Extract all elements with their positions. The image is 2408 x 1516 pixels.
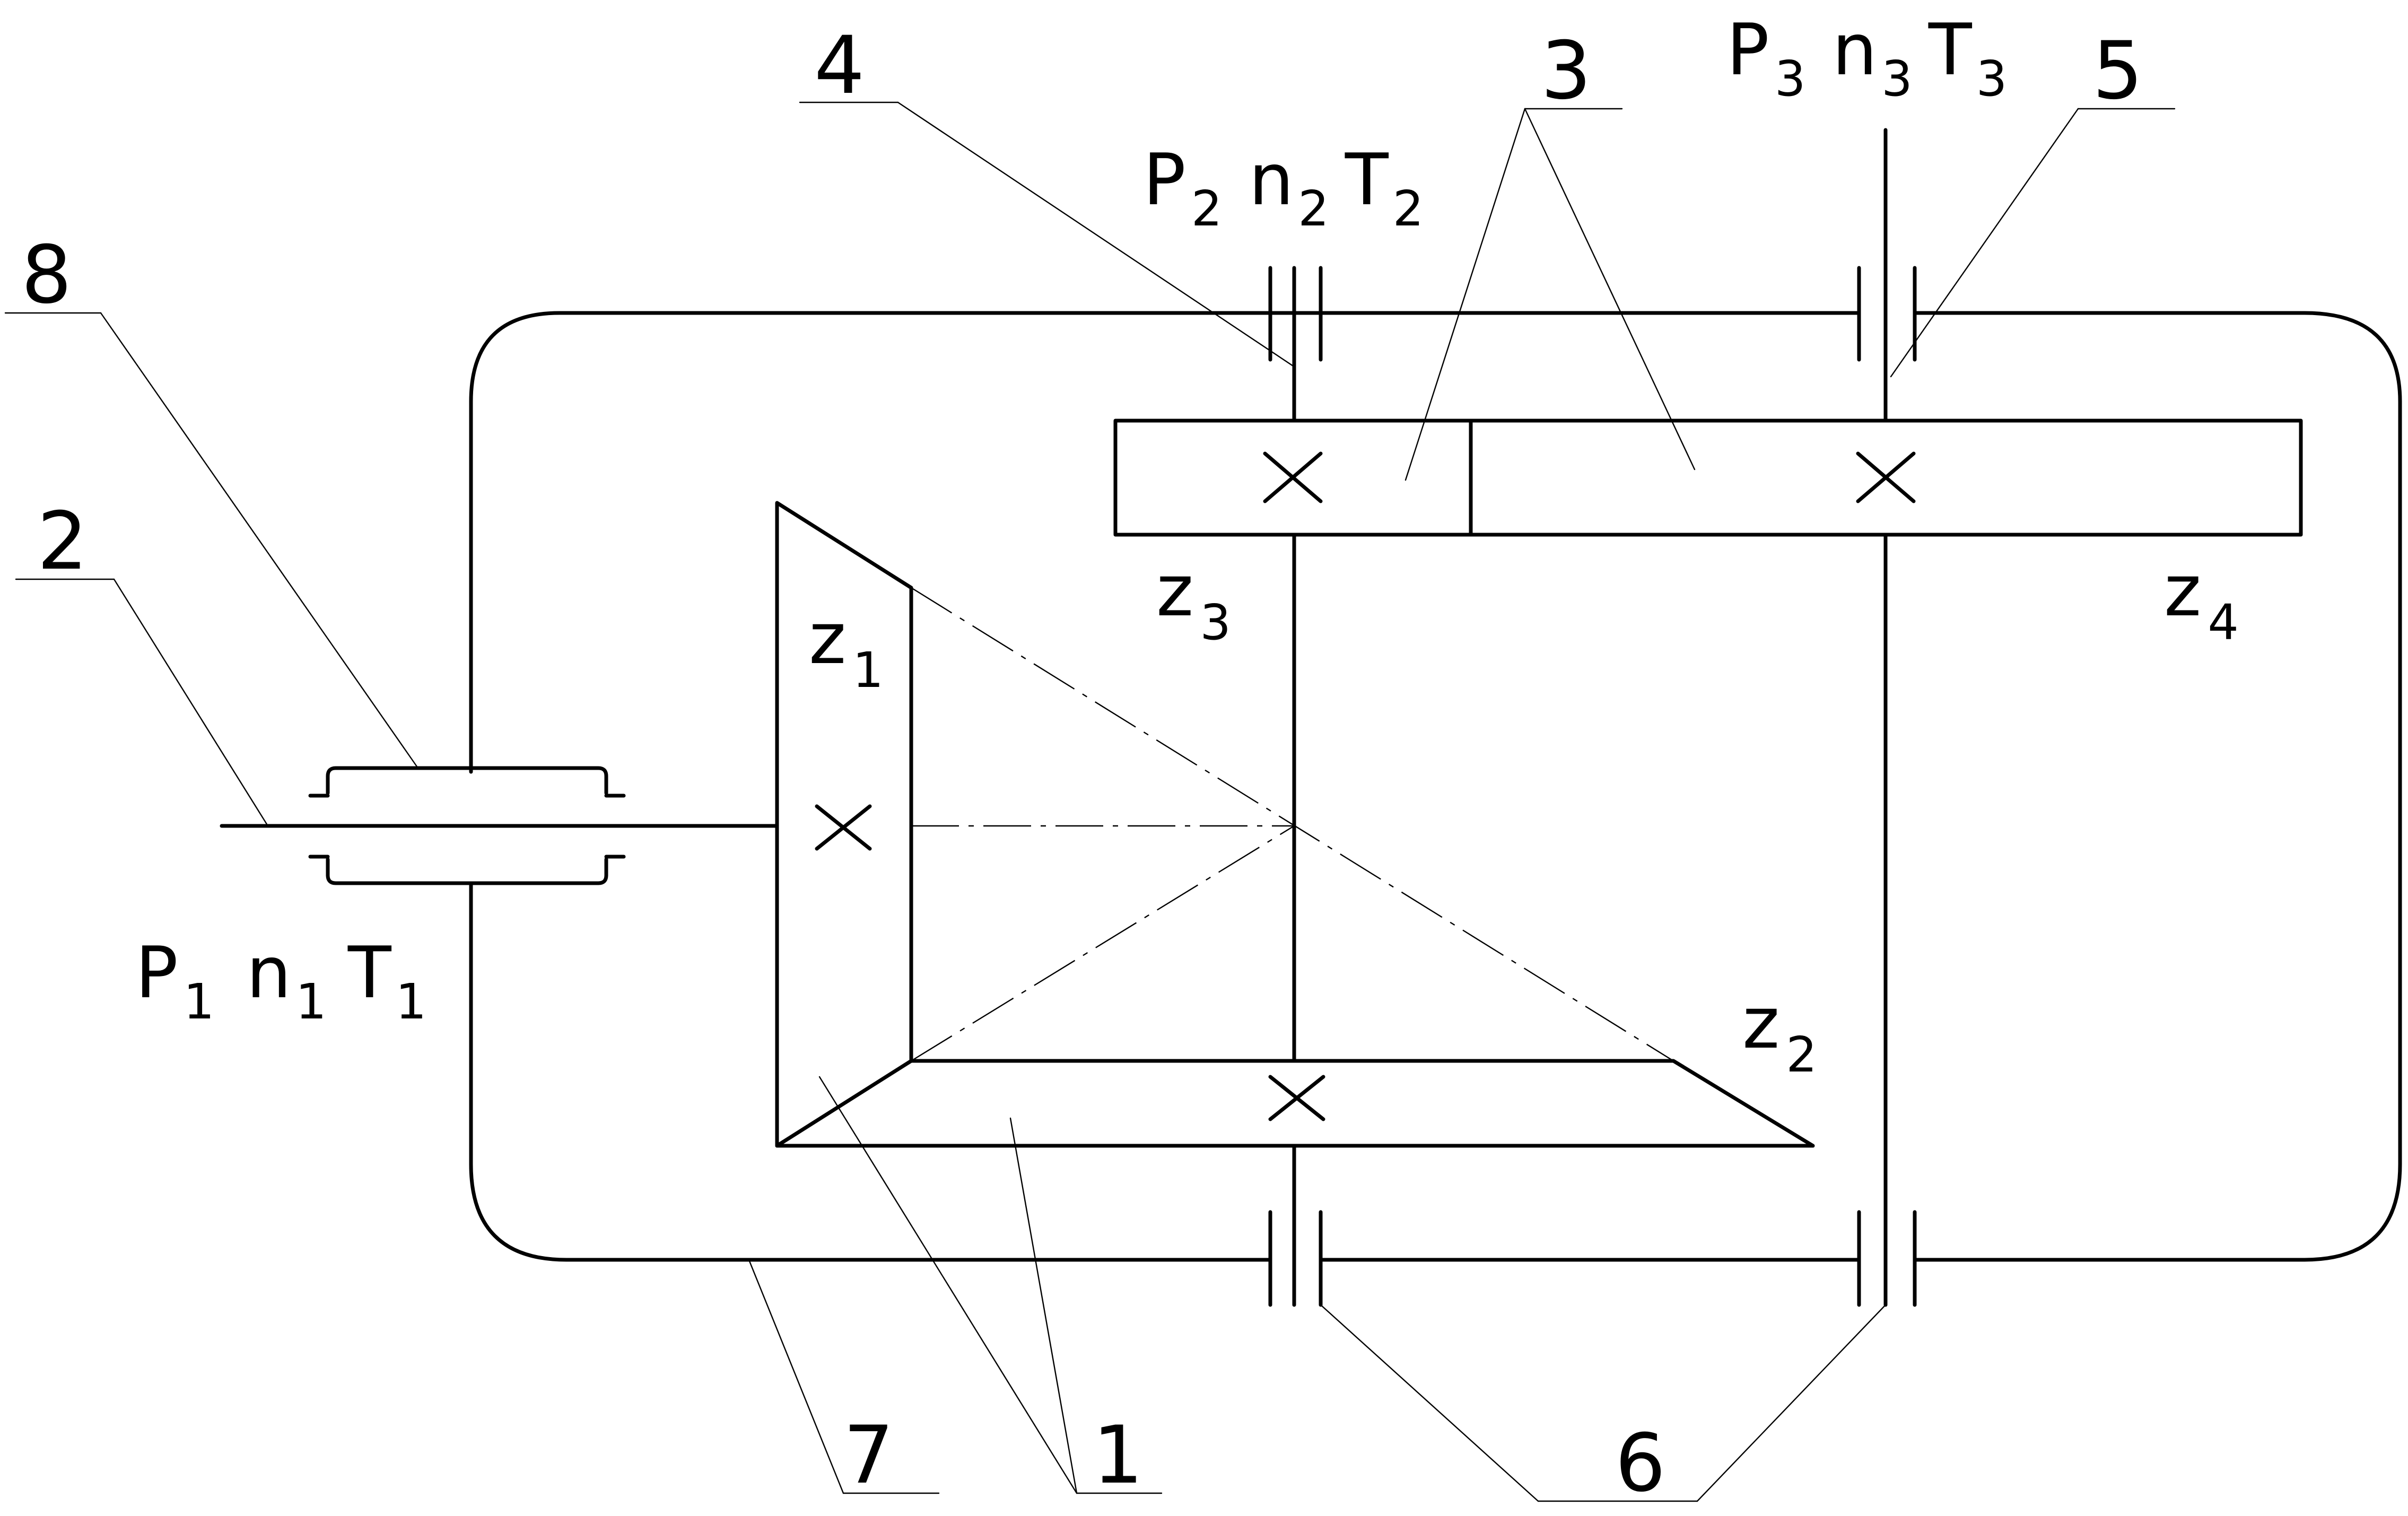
callout-2: 2 <box>37 495 88 588</box>
spur-gear-z3 <box>1113 419 1473 537</box>
housing <box>469 311 2402 1262</box>
svg-text:z3: z3 <box>1156 550 1231 651</box>
callout-4: 4 <box>814 20 865 112</box>
svg-text:z4: z4 <box>2164 550 2239 651</box>
svg-text:z1: z1 <box>809 597 884 699</box>
callout-6: 6 <box>1615 1417 1665 1510</box>
bearing-top-output <box>1857 266 1917 362</box>
callout-3: 3 <box>1541 25 1591 117</box>
callout-8: 8 <box>21 229 72 321</box>
callout-1: 1 <box>1093 1409 1143 1502</box>
seal <box>308 766 626 885</box>
leader-lines <box>4 101 2176 1502</box>
svg-text:z2: z2 <box>1742 982 1817 1083</box>
bevel-gear-z2 <box>775 1059 1815 1148</box>
bearing-top-intermediate <box>1268 266 1323 362</box>
spur-gear-z4 <box>1469 419 2303 537</box>
callout-5: 5 <box>2092 25 2143 117</box>
callout-7: 7 <box>843 1409 894 1502</box>
bearing-bottom-output <box>1857 1210 1917 1307</box>
bearing-bottom-intermediate <box>1268 1210 1323 1307</box>
